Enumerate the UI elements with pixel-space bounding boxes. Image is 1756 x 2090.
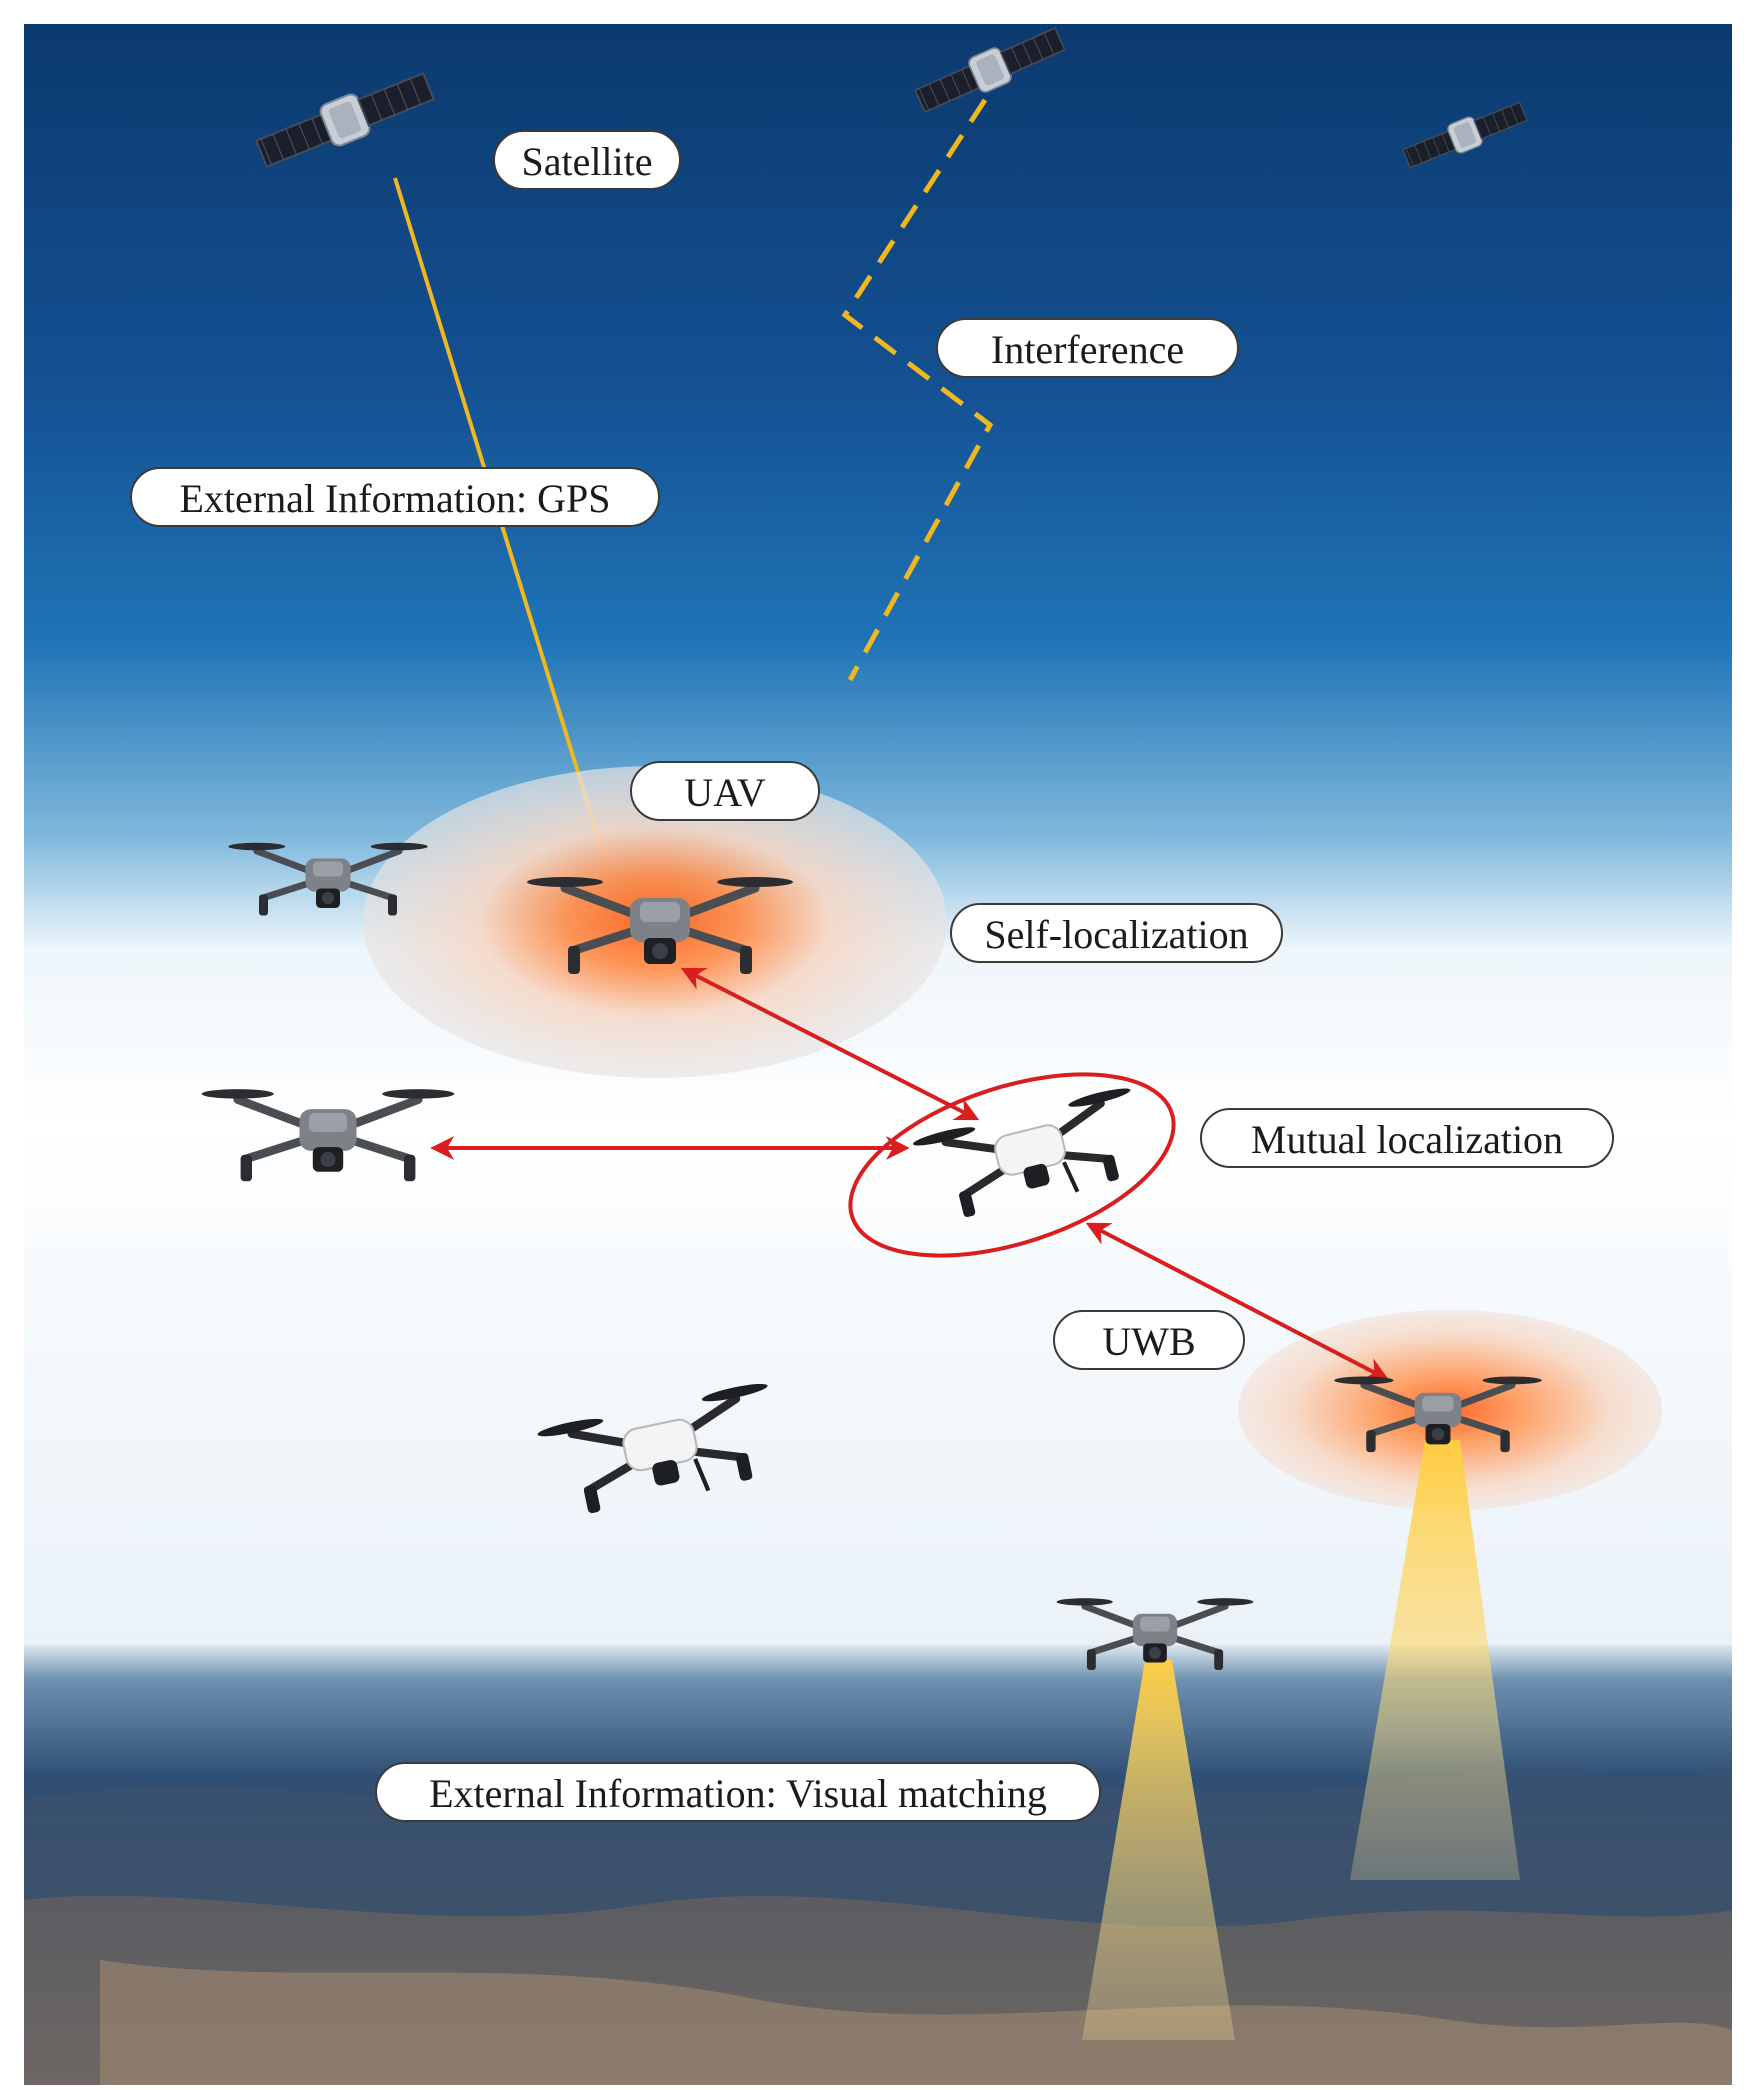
mutual-localization-ring xyxy=(848,1072,1176,1258)
satellite-label: Satellite xyxy=(493,130,681,190)
visual-matching-beam xyxy=(1082,1660,1235,2040)
visual-matching-beam xyxy=(1350,1440,1520,1880)
interference-label: Interference xyxy=(936,318,1239,378)
gps-label: External Information: GPS xyxy=(130,467,660,527)
mutual-localization-label: Mutual localization xyxy=(1200,1108,1614,1168)
uwb-range-arrow xyxy=(1085,1222,1390,1381)
visual-matching-label: External Information: Visual matching xyxy=(375,1762,1101,1822)
uwb-label: UWB xyxy=(1053,1310,1245,1370)
interference-signal xyxy=(841,98,994,682)
mutual-range-arrow xyxy=(680,967,980,1121)
self-localization-label: Self-localization xyxy=(950,903,1283,963)
uav-label: UAV xyxy=(630,761,820,821)
